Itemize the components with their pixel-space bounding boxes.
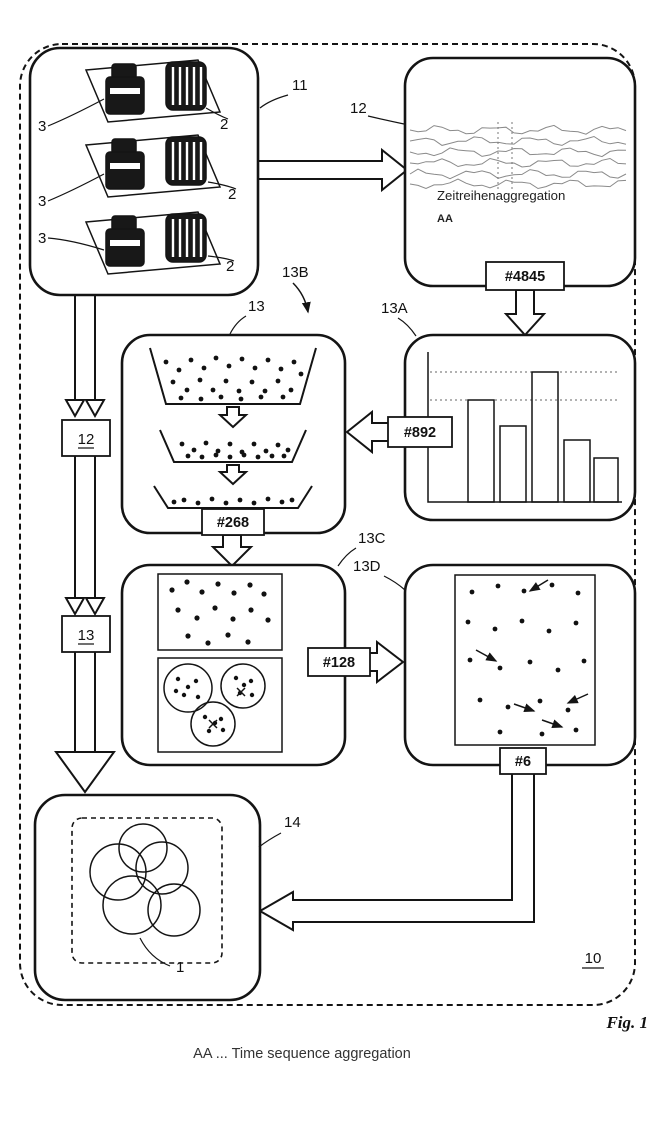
down-arrowhead-icon (64, 597, 86, 617)
vector-arrows (475, 579, 589, 729)
sensor-stripe (110, 240, 140, 246)
figure-label: Fig. 1 (605, 1013, 648, 1032)
sensor-row (84, 59, 222, 123)
down-arrowhead-icon (217, 406, 249, 429)
ref-numeral-3: 3 (38, 230, 46, 247)
ref-numeral-1: 1 (176, 959, 184, 976)
step-label: 12 (78, 431, 95, 448)
flow-arrow-12-to-13a (503, 289, 547, 337)
sensor-device-icon (105, 228, 145, 267)
ref-numeral-2: 2 (226, 258, 234, 275)
svg-text:#6: #6 (515, 754, 531, 770)
system-boundary (19, 43, 636, 1006)
flow-lines-left (54, 295, 116, 794)
timeseries-lines (409, 124, 627, 190)
figure-caption: AA ... Time sequence aggregation (193, 1046, 411, 1062)
ref-numeral-12: 12 (350, 100, 367, 117)
down-arrowhead-icon (64, 399, 86, 419)
flow-arrow-11-to-12 (257, 147, 409, 193)
badge-6: #6 (499, 747, 547, 775)
timeseries-abbr: AA (437, 213, 453, 225)
leader-arrow-13 (292, 282, 311, 314)
panel-plane (84, 59, 222, 123)
ref-numeral-2: 2 (220, 116, 228, 133)
sensor-row (84, 211, 222, 275)
box-vectors (403, 563, 637, 767)
barchart-icon (427, 352, 622, 503)
ref-numeral-13: 13B (282, 264, 309, 281)
ref-numeral-13b: 13 (248, 298, 265, 315)
badge-128: #128 (307, 647, 371, 677)
svg-text:#4845: #4845 (505, 269, 545, 285)
down-arrowhead-icon (54, 751, 116, 794)
panel-plane (84, 134, 222, 198)
badge-892: #892 (387, 416, 453, 448)
ref-numeral-13a: 13A (381, 300, 408, 317)
figure-ref-10: 10 (582, 950, 604, 969)
cluster-icons (157, 573, 283, 753)
svg-text:#268: #268 (217, 515, 249, 531)
sensor-stripe (110, 163, 140, 169)
svg-text:#892: #892 (404, 425, 436, 441)
ref-numeral-14: 14 (284, 814, 301, 831)
sensor-machine-rows (84, 59, 222, 275)
timeseries-title: Zeitreihenaggregation (437, 188, 565, 203)
ref-numeral-11: 11 (292, 77, 308, 94)
vector-icons (454, 574, 596, 746)
ref-numeral-2: 2 (228, 186, 236, 203)
cluster-marks (208, 687, 246, 729)
venn-icon (71, 817, 223, 964)
flow-arrow-13b-to-13c (210, 534, 254, 568)
ref-numeral-3: 3 (38, 118, 46, 135)
panel-plane (84, 211, 222, 275)
step-label: 13 (78, 627, 95, 644)
badge-268: #268 (201, 508, 265, 536)
ref-numeral-3: 3 (38, 193, 46, 210)
sensor-stripe (110, 88, 140, 94)
down-arrowhead-icon (84, 399, 106, 419)
ref-numeral-13c: 13C (358, 530, 386, 547)
down-arrowhead-icon (217, 464, 249, 486)
ref-numeral-13d: 13D (353, 558, 381, 575)
sensor-row (84, 134, 222, 198)
sensor-device-icon (105, 151, 145, 190)
box-result (33, 793, 262, 1002)
flow-arrow-13d-to-14 (257, 771, 535, 932)
funnel-icons (149, 347, 317, 509)
svg-text:#128: #128 (323, 655, 355, 671)
badge-4845: #4845 (485, 261, 565, 291)
step-box-12: 12 (61, 419, 111, 457)
down-arrowhead-icon (84, 597, 106, 617)
step-box-13: 13 (61, 615, 111, 653)
sensor-device-icon (105, 76, 145, 115)
svg-text:10: 10 (585, 950, 602, 967)
